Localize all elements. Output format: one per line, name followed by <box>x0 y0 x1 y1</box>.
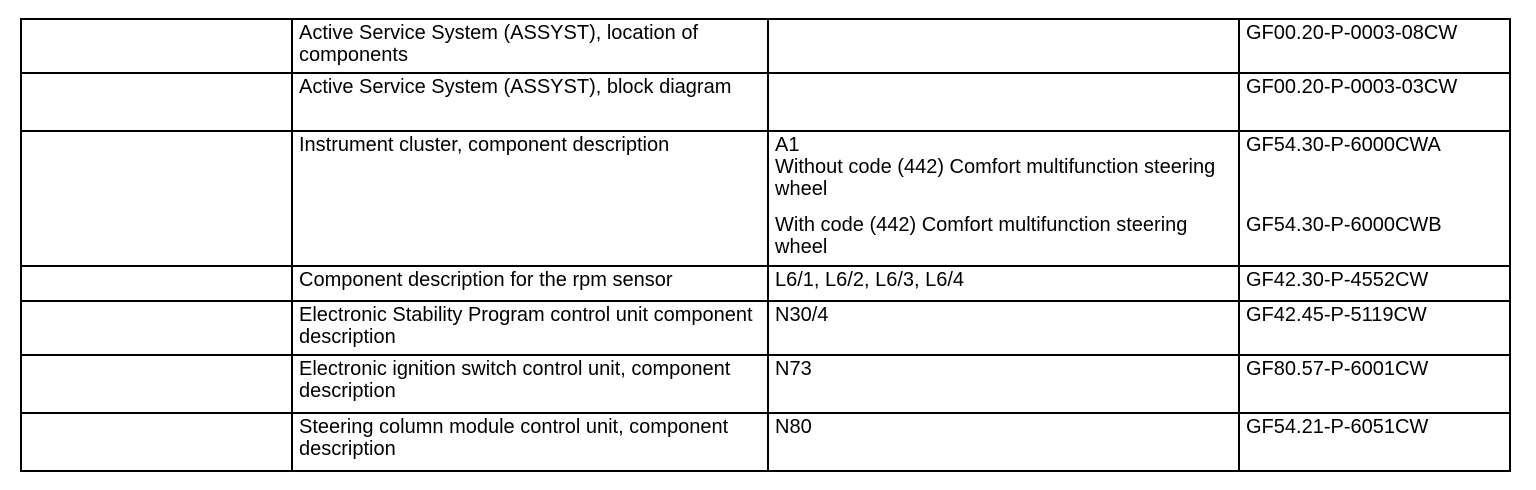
cell-document-number: GF54.21-P-6051CW <box>1238 414 1515 470</box>
description-text: Instrument cluster, component descriptio… <box>299 134 670 156</box>
cell-empty <box>22 74 291 130</box>
description-text: Steering column module control unit, com… <box>299 416 729 460</box>
cell-document-number: GF42.30-P-4552CW <box>1238 267 1515 300</box>
description-text: Electronic ignition switch control unit,… <box>299 358 731 402</box>
cell-document-number: GF54.30-P-6000CWA GF54.30-P-6000CWB <box>1238 132 1515 265</box>
cell-document-number: GF00.20-P-0003-03CW <box>1238 74 1515 130</box>
table-row: Electronic ignition switch control unit,… <box>22 354 1509 412</box>
component-code-text: N80 <box>775 416 812 438</box>
cell-description: Electronic Stability Program control uni… <box>291 302 767 354</box>
document-number-text: GF54.30-P-6000CWA <box>1246 134 1441 156</box>
cell-description: Active Service System (ASSYST), block di… <box>291 74 767 130</box>
cell-empty <box>22 302 291 354</box>
description-text: Electronic Stability Program control uni… <box>299 304 753 348</box>
cell-component-code: N30/4 <box>767 302 1238 354</box>
component-code-text: N73 <box>775 358 812 380</box>
cell-component-code: A1 Without code (442) Comfort multifunct… <box>767 132 1238 265</box>
variant-without-code: A1 Without code (442) Comfort multifunct… <box>775 134 1232 214</box>
component-index-table: Active Service System (ASSYST), location… <box>20 18 1511 472</box>
component-code-text: L6/1, L6/2, L6/3, L6/4 <box>775 269 965 291</box>
cell-document-number: GF00.20-P-0003-08CW <box>1238 20 1515 72</box>
cell-empty <box>22 356 291 412</box>
cell-description: Component description for the rpm sensor <box>291 267 767 300</box>
table-row: Electronic Stability Program control uni… <box>22 300 1509 354</box>
document-number-text: GF00.20-P-0003-03CW <box>1246 76 1458 98</box>
variant-with-code: With code (442) Comfort multifunction st… <box>775 214 1232 258</box>
cell-description: Steering column module control unit, com… <box>291 414 767 470</box>
cell-description: Instrument cluster, component descriptio… <box>291 132 767 265</box>
cell-component-code: L6/1, L6/2, L6/3, L6/4 <box>767 267 1238 300</box>
document-number-text: GF00.20-P-0003-08CW <box>1246 22 1458 44</box>
component-code-text: N30/4 <box>775 304 829 326</box>
document-number-text: GF54.21-P-6051CW <box>1246 416 1429 438</box>
cell-empty <box>22 20 291 72</box>
cell-component-code <box>767 20 1238 72</box>
cell-empty <box>22 414 291 470</box>
cell-description: Electronic ignition switch control unit,… <box>291 356 767 412</box>
cell-description: Active Service System (ASSYST), location… <box>291 20 767 72</box>
description-text: Component description for the rpm sensor <box>299 269 673 291</box>
variant-condition-text: With code (442) Comfort multifunction st… <box>775 214 1188 258</box>
cell-empty <box>22 132 291 265</box>
table-row: Active Service System (ASSYST), location… <box>22 20 1509 72</box>
document-number-text: GF80.57-P-6001CW <box>1246 358 1429 380</box>
document-number-text: GF54.30-P-6000CWB <box>1246 214 1442 236</box>
cell-component-code <box>767 74 1238 130</box>
table-row: Steering column module control unit, com… <box>22 412 1509 470</box>
cell-component-code: N73 <box>767 356 1238 412</box>
table-row: Active Service System (ASSYST), block di… <box>22 72 1509 130</box>
cell-empty <box>22 267 291 300</box>
table-row-instrument-cluster: Instrument cluster, component descriptio… <box>22 130 1509 265</box>
component-code-text: A1 <box>775 134 800 156</box>
document-number-text: GF42.30-P-4552CW <box>1246 269 1429 291</box>
cell-component-code: N80 <box>767 414 1238 470</box>
table-row: Component description for the rpm sensor… <box>22 265 1509 300</box>
description-text: Active Service System (ASSYST), block di… <box>299 76 732 98</box>
variant-condition-text: Without code (442) Comfort multifunction… <box>775 156 1216 200</box>
document-number-text: GF42.45-P-5119CW <box>1246 304 1427 326</box>
cell-document-number: GF80.57-P-6001CW <box>1238 356 1515 412</box>
cell-document-number: GF42.45-P-5119CW <box>1238 302 1515 354</box>
description-text: Active Service System (ASSYST), location… <box>299 22 699 66</box>
